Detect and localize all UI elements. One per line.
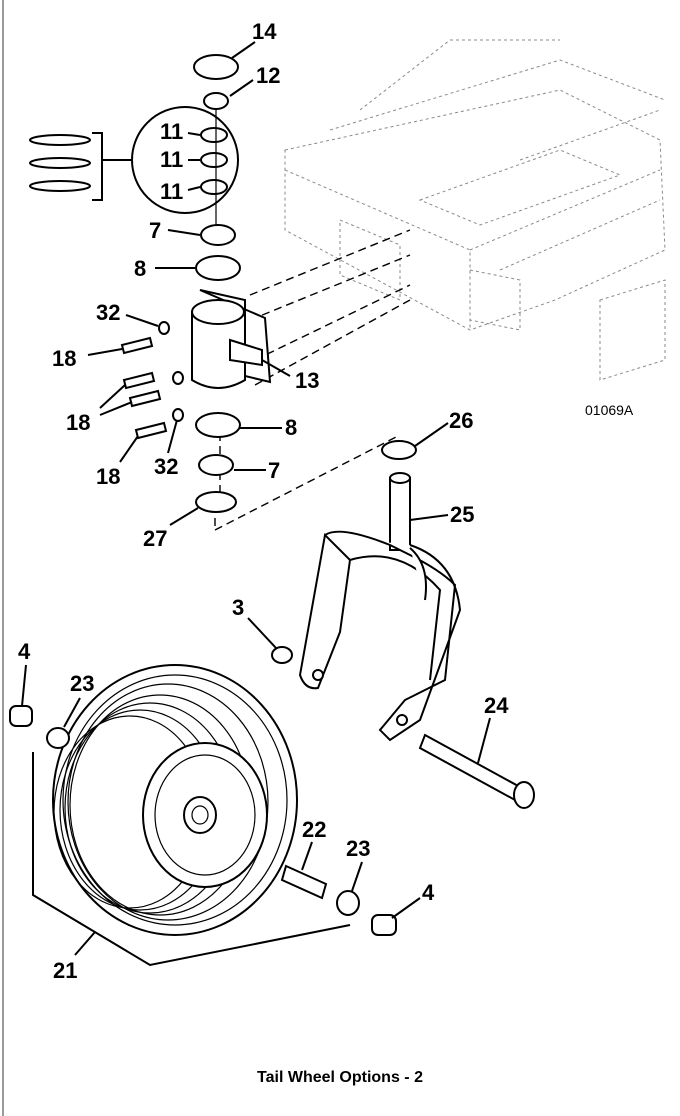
callout-18-middle: 18 — [66, 410, 90, 435]
spacer-left — [46, 727, 70, 749]
callout-11b: 11 — [160, 147, 183, 172]
dust-cap — [193, 54, 239, 80]
callout-11a: 11 — [160, 119, 183, 144]
callout-25: 25 — [450, 502, 474, 527]
callout-4-left: 4 — [18, 639, 31, 664]
callout-24: 24 — [484, 693, 509, 718]
bearing-cup-lower — [195, 412, 241, 438]
axle-spacer — [280, 864, 328, 900]
spacer-right — [336, 890, 360, 916]
callout-7-upper: 7 — [149, 218, 161, 243]
pivot-housing — [191, 289, 272, 389]
bearing-upper — [200, 224, 236, 246]
callout-12: 12 — [256, 63, 280, 88]
callout-18-lower: 18 — [96, 464, 120, 489]
callout-8-lower: 8 — [285, 415, 297, 440]
spindle-shaft — [389, 477, 411, 551]
callout-8-upper: 8 — [134, 256, 146, 281]
callout-21: 21 — [53, 958, 77, 983]
callout-4-right: 4 — [422, 880, 435, 905]
mounting-bolts — [120, 321, 184, 440]
axle-bolt — [418, 733, 535, 809]
callout-23-right: 23 — [346, 836, 370, 861]
washer-stack-callout — [29, 106, 239, 214]
callout-32-upper: 32 — [96, 300, 120, 325]
wheel-bracket — [32, 752, 351, 967]
callout-labels: 14 12 11 11 11 7 8 32 18 13 18 18 32 8 7… — [18, 19, 509, 983]
callout-23-left: 23 — [70, 671, 94, 696]
callout-22: 22 — [302, 817, 326, 842]
axle-nut — [271, 646, 293, 664]
spindle-washer — [381, 440, 417, 460]
leader-lines — [21, 41, 491, 956]
callout-18-upper: 18 — [52, 346, 76, 371]
callout-13: 13 — [295, 368, 319, 393]
callout-32-lower: 32 — [154, 454, 178, 479]
bushing-right — [371, 914, 397, 936]
mower-frame-ghost — [284, 39, 666, 381]
drawing-number: 01069A — [585, 402, 634, 418]
seal — [195, 491, 237, 513]
callout-26: 26 — [449, 408, 473, 433]
callout-7-lower: 7 — [268, 458, 280, 483]
callout-14: 14 — [252, 19, 277, 44]
bearing-cup-upper — [195, 255, 241, 281]
lock-nut — [203, 92, 229, 110]
bushing-left — [9, 705, 33, 727]
wheel-assembly — [52, 664, 298, 936]
callout-27: 27 — [143, 526, 167, 551]
callout-3: 3 — [232, 595, 244, 620]
callout-11c: 11 — [160, 179, 183, 204]
figure-caption: Tail Wheel Options - 2 — [257, 1069, 423, 1086]
caster-fork — [298, 530, 462, 742]
bearing-lower — [198, 454, 234, 476]
